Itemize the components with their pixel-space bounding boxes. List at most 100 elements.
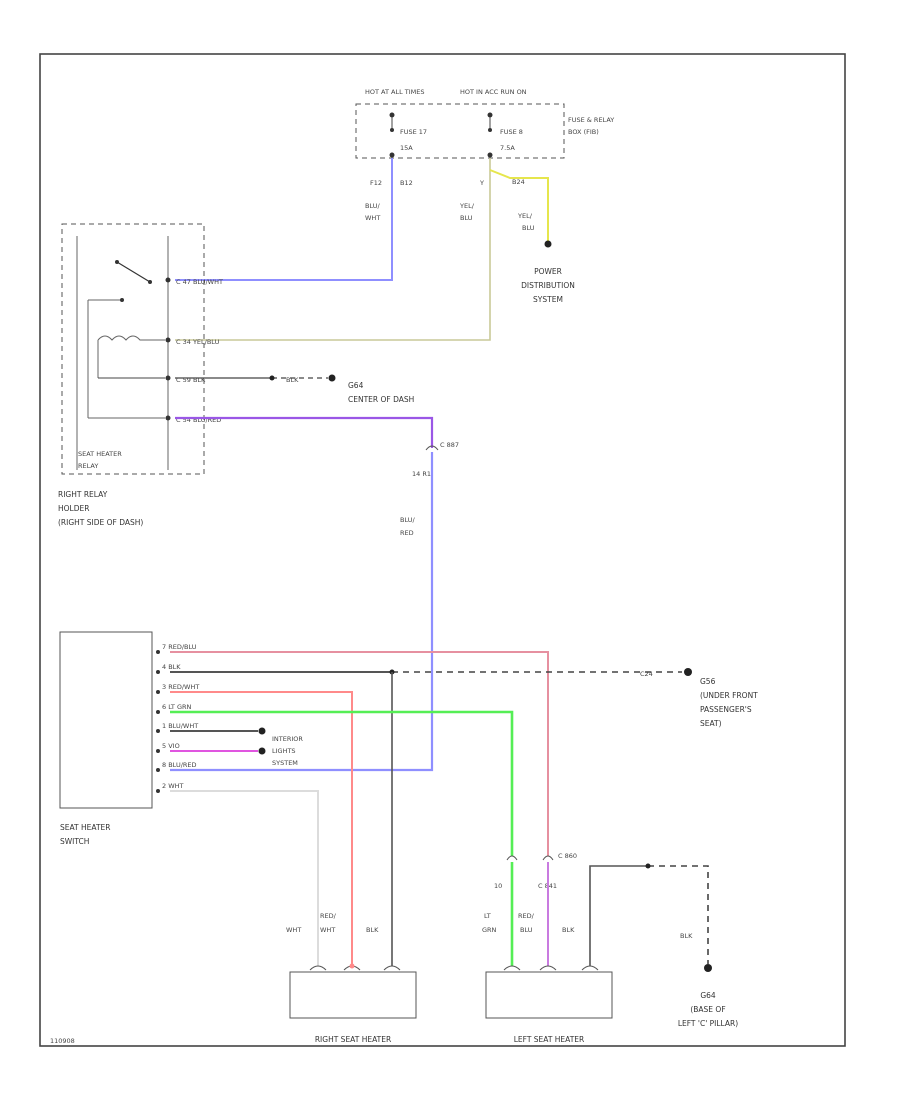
relay-holder-2: HOLDER [58,504,89,513]
diagram-frame [39,53,846,1047]
right-heater-wire-3: BLK [366,926,379,934]
right-heater-name: RIGHT SEAT HEATER [315,1035,391,1044]
relay-holder-3: (RIGHT SIDE OF DASH) [58,518,143,527]
left-heater-wire-1b: GRN [482,926,497,934]
wire-red-wht [170,691,353,966]
wire-yel-blu-label-1: YEL/ [459,202,475,210]
switch-pin-label: 7 RED/BLU [162,643,197,651]
switch-pin-label: 4 BLK [162,663,181,671]
relay-pin-2: C 34 YEL/BLU [176,338,220,346]
seat-heater-relay: C 47 BLU/WHT C 34 YEL/BLU C 59 BLK C 54 … [61,223,223,475]
left-seat-heater: LT GRN RED/ BLU BLK LEFT SEAT HEATER [482,912,613,1044]
left-heater-wire-1a: LT [484,912,491,920]
fuse8-top-terminal [487,112,493,118]
wire-red-blu [170,651,549,856]
lighting-2: LIGHTS [272,747,296,755]
right-heater-wire-1: WHT [286,926,301,934]
ground-g3-loc-2: LEFT 'C' PILLAR) [678,1019,738,1028]
switch-pin-label: 6 LT GRN [162,703,192,711]
left-heater-name: LEFT SEAT HEATER [514,1035,585,1044]
switch-pin-terminal [156,650,160,654]
wire-yel-blu-label-2: BLU [460,214,473,222]
relay-pin-4: C 54 BLU/RED [176,416,221,424]
switch-pin-label: 3 RED/WHT [162,683,199,691]
wire-lt-grn [170,710,514,856]
connector-c1-a: C 887 [440,441,459,449]
hot-in-acc-label: HOT IN ACC RUN ON [460,88,527,96]
wire-blk-g1-label: BLK [286,376,299,384]
pin-b24: B24 [512,178,525,186]
wire-yel-blu-power-label-1: YEL/ [517,212,533,220]
left-heater-pin-c: C 860 [558,852,577,860]
wire-blu-wht-label-1: BLU/ [365,202,381,210]
wire-wht [170,790,319,966]
pin-y: Y [479,179,484,187]
seat-heater-switch: 7 RED/BLU 4 BLK 3 RED/WHT 6 LT GRN 1 BLU/WHT… [59,631,199,809]
ground-g3-name: G64 [700,991,716,1000]
fuse8-amp: 7.5A [500,144,515,152]
pin-f12: F12 [370,179,382,187]
lighting-1: INTERIOR [272,735,303,743]
footer-id: 110908 [50,1037,75,1045]
right-heater-wire-2a: RED/ [320,912,337,920]
left-heater-pin-a: 10 [494,882,502,890]
wire-yel-blu-power-label-2: BLU [522,224,535,232]
switch-pin-label: 2 WHT [162,782,184,790]
wire-yel-blu-power [489,169,549,242]
relay-name-1: SEAT HEATER [78,450,122,458]
pin-b12: B12 [400,179,413,187]
fuse17-top-terminal [389,112,395,118]
left-heater-wire-2b: BLU [520,926,533,934]
ground-g2-terminal [684,668,692,676]
switch-name-2: SWITCH [60,837,89,846]
power-distribution-1: POWER [534,267,562,276]
power-distribution-3: SYSTEM [533,295,563,304]
right-seat-heater: WHT RED/ WHT BLK RIGHT SEAT HEATER [286,912,417,1044]
wire-blu-red [170,452,434,772]
wire-blu-red-label-1: BLU/ [400,516,416,524]
wire-blu-wht [175,158,393,281]
ground-g3-terminal [704,964,712,972]
switch-pin-terminal [156,710,160,714]
right-heater-wire-2b: WHT [320,926,335,934]
switch-pin-label: 1 BLU/WHT [162,722,198,730]
ground-g1-location: CENTER OF DASH [348,395,414,404]
switch-pin-label: 5 VIO [162,742,180,750]
wire-blk-g3-label: BLK [680,932,693,940]
switch-pin-terminal [156,690,160,694]
ground-g1-name: G64 [348,381,364,390]
power-distribution-2: DISTRIBUTION [521,281,575,290]
relay-pin-1: C 47 BLU/WHT [176,278,223,286]
switch-pin-terminal [156,749,160,753]
power-distribution-terminal [544,240,552,248]
switch-pin-label: 8 BLU/RED [162,761,197,769]
ground-g2-loc-2: PASSENGER'S [700,705,752,714]
fuse8-label: FUSE 8 [500,128,523,136]
wire-blk-left-heater [589,865,648,966]
left-heater-wire-2a: RED/ [518,912,535,920]
ground-g1-terminal [328,374,336,382]
ground-g2-loc-3: SEAT) [700,719,722,728]
fuse17-label: FUSE 17 [400,128,427,136]
fuse-relay-box: HOT AT ALL TIMES HOT IN ACC RUN ON FUSE … [355,88,614,187]
ground-g2-name: G56 [700,677,716,686]
left-heater-wire-3: BLK [562,926,575,934]
fuse17-amp: 15A [400,144,413,152]
ground-g2-loc-1: (UNDER FRONT [700,691,758,700]
wire-yel-blu-relay [175,158,491,341]
hot-at-all-times-label: HOT AT ALL TIMES [365,88,425,96]
switch-pin-terminal [156,768,160,772]
switch-pin-terminal [156,729,160,733]
fuse-box-name-1: FUSE & RELAY [568,116,614,124]
fuse-box-name-2: BOX (FIB) [568,128,599,136]
lighting-3: SYSTEM [272,759,298,767]
relay-pin-3: C 59 BLK [176,376,206,384]
relay-name-2: RELAY [78,462,98,470]
switch-pin-terminal [156,670,160,674]
switch-name-1: SEAT HEATER [60,823,110,832]
wire-blu-red-label-2: RED [400,529,414,537]
relay-holder-1: RIGHT RELAY [58,490,108,499]
switch-pin-terminal [156,789,160,793]
ground-g2-tag: C24 [640,670,653,678]
